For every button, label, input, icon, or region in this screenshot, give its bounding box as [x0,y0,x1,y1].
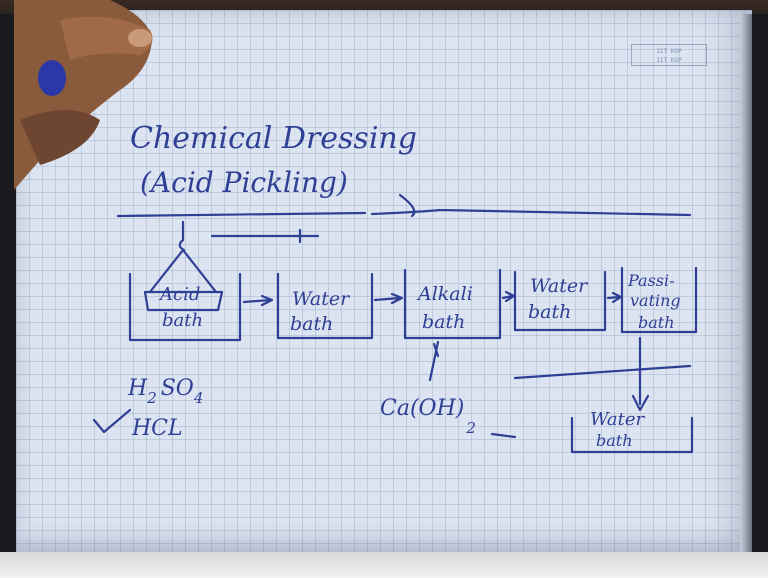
arrow-4 [608,293,621,302]
alkali-underline [492,434,515,437]
divider-right [372,210,690,215]
title-line-1: Chemical Dressing [130,121,417,156]
alkali-pointer [430,342,438,380]
hand-with-pen [14,0,152,190]
final-stage-line-2: bath [596,431,633,450]
stage-2-line-1: Water [292,288,351,310]
title-line-2: (Acid Pickling) [140,166,348,199]
stage-1-line-1: Acid [158,284,200,305]
alkali-caoh2: Ca(OH)2 [380,396,476,437]
direction-arrow [212,230,318,242]
divider-left [118,213,365,216]
arrow-3 [503,292,514,301]
stage-3-line-1: Alkali [416,283,473,305]
acid-hcl: HCL [131,416,183,441]
arrow-1 [244,296,272,305]
arrow-2 [375,294,402,303]
arrow-down [633,338,648,410]
stage-1-line-2: bath [162,310,203,331]
stage-2-line-2: bath [290,313,333,335]
final-stage-line-1: Water [590,409,646,430]
stage-5-line-3: bath [638,313,675,332]
stage-5-line-1: Passi- [627,271,675,290]
stage-4-line-2: bath [528,301,571,323]
stage-3-line-2: bath [422,311,465,333]
divider-lower [515,366,690,378]
stage-5-line-2: vating [630,291,681,310]
stage-4-line-1: Water [530,275,589,297]
check-icon [94,410,130,432]
